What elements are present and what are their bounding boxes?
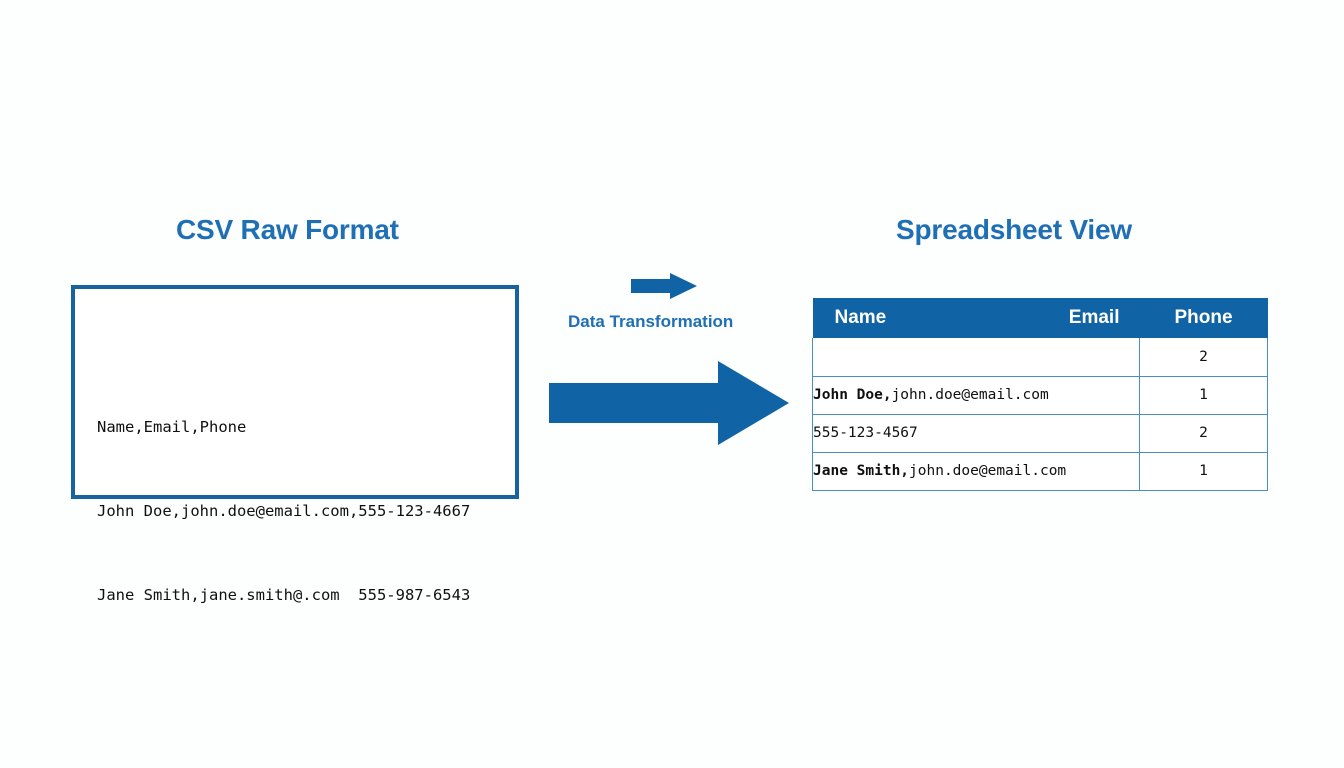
csv-line-2: John Doe,john.doe@email.com,555-123-4667 (97, 502, 471, 520)
table-body: 2 John Doe,john.doe@email.com 1 555-123-… (812, 338, 1268, 491)
arrow-right-icon-small (631, 273, 697, 299)
spreadsheet-table: Name Email Phone 2 John Doe,john.doe@ema… (812, 298, 1268, 491)
csv-line-1: Name,Email,Phone (97, 418, 247, 436)
table-row[interactable]: Jane Smith,john.doe@email.com 1 (812, 452, 1268, 491)
column-header-email: Email (1068, 307, 1120, 328)
cell-phone[interactable]: 1 (1139, 376, 1268, 415)
cell-name-email[interactable] (812, 338, 1140, 377)
cell-email-text: 555-123-4567 (813, 425, 918, 441)
table-header-row: Name Email Phone (812, 298, 1268, 338)
arrow-right-icon (549, 361, 789, 445)
cell-phone[interactable]: 2 (1139, 414, 1268, 453)
csv-raw-format-box: Name,Email,Phone John Doe,john.doe@email… (71, 285, 519, 604)
table-row[interactable]: 2 (812, 338, 1268, 377)
spreadsheet-view-title: Spreadsheet View (896, 214, 1132, 245)
cell-phone[interactable]: 1 (1139, 452, 1268, 491)
csv-raw-text: Name,Email,Phone John Doe,john.doe@email… (97, 357, 470, 665)
table-header: Name Email Phone (812, 298, 1268, 338)
column-header-name: Name (834, 307, 887, 328)
cell-name-email[interactable]: Jane Smith,john.doe@email.com (812, 452, 1140, 491)
column-header-name-email[interactable]: Name Email (812, 298, 1140, 338)
csv-line-3: Jane Smith,jane.smith@.com 555-987-6543 (97, 586, 471, 604)
cell-name-text: Jane Smith, (813, 463, 910, 479)
data-transformation-label: Data Transformation (568, 312, 734, 331)
column-header-phone[interactable]: Phone (1139, 298, 1268, 338)
cell-email-text: john.doe@email.com (891, 387, 1049, 403)
cell-name-email[interactable]: John Doe,john.doe@email.com (812, 376, 1140, 415)
cell-email-text: john.doe@email.com (909, 463, 1067, 479)
cell-name-text: John Doe, (813, 387, 892, 403)
cell-phone[interactable]: 2 (1139, 338, 1268, 377)
arrow-right-icon (631, 273, 697, 299)
cell-name-email[interactable]: 555-123-4567 (812, 414, 1140, 453)
table-row[interactable]: John Doe,john.doe@email.com 1 (812, 376, 1268, 415)
arrow-right-icon-large (549, 361, 789, 445)
table-row[interactable]: 555-123-4567 2 (812, 414, 1268, 453)
csv-raw-format-title: CSV Raw Format (176, 214, 399, 245)
